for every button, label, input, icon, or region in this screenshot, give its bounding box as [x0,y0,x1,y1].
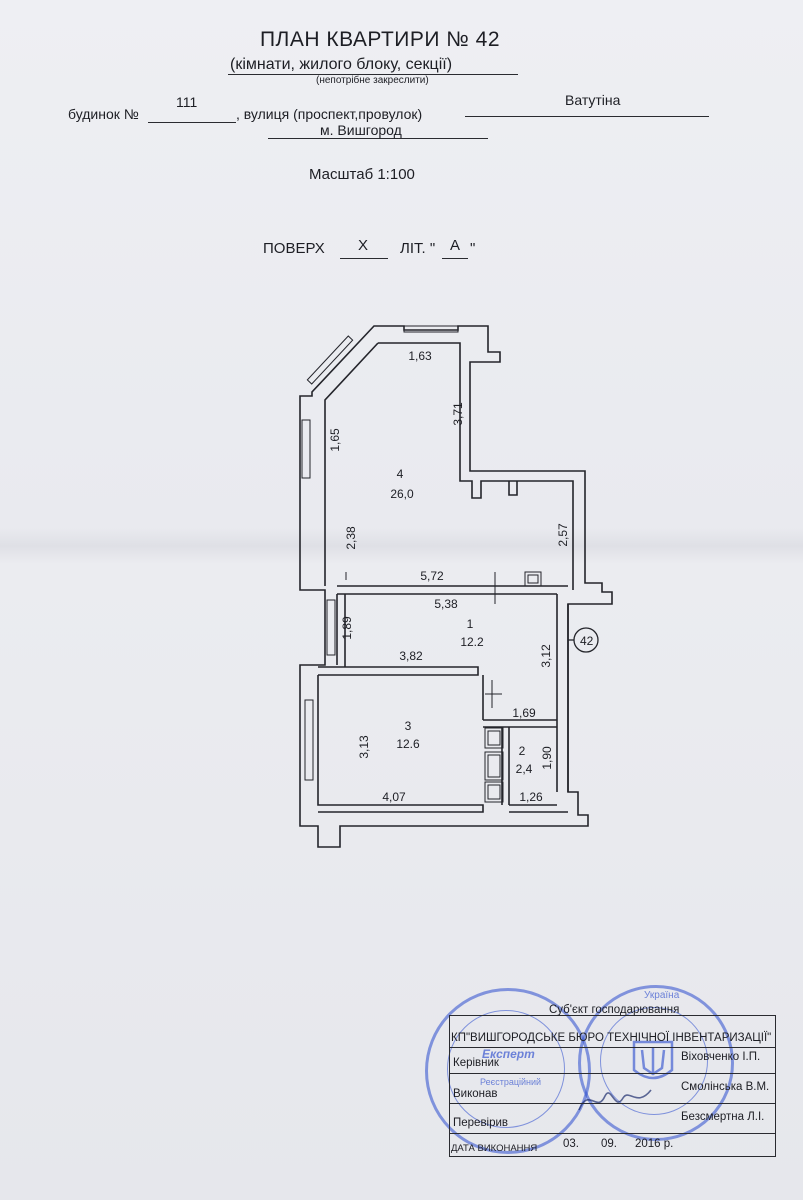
room-area: 26,0 [390,487,414,501]
dimension-label: 3,13 [357,735,371,759]
inner-wall [508,481,518,496]
stamp-person: Безсмертна Л.І. [681,1111,765,1123]
stamp-box: Суб'єкт господарювання КП"ВИШГОРОДСЬКЕ Б… [449,1004,776,1157]
dimension-label: 3,71 [451,402,465,426]
dimension-label: 1,90 [540,746,554,770]
doors [345,572,502,708]
floor-label: ПОВЕРХ [263,240,325,257]
lit-label: ЛІТ. " [400,240,436,257]
inner-wall [556,594,569,792]
seal-left-subtext: Реєстраційний [480,1077,542,1087]
fixtures [484,571,542,803]
stamp-person: Віховченко І.П. [681,1051,761,1063]
street-label: , вулиця (проспект,провулок) [236,106,423,122]
subtitle-underline [228,74,518,75]
inner-wall [483,719,557,728]
room-number: 1 [467,617,474,631]
dimension-label: 1,69 [512,706,536,720]
stamp-role: Перевірив [453,1117,509,1129]
city-value: м. Вишгород [320,122,402,138]
stamp-role: Керівник [453,1057,499,1069]
plan-title: ПЛАН КВАРТИРИ № 42 [259,28,501,51]
house-label: будинок № [68,106,139,122]
seal-right-text: Україна [644,990,680,1001]
round-seal-left-inner [447,1010,565,1128]
strike-note: (непотрібне закреслити) [316,75,429,86]
room-area: 2,4 [516,762,533,776]
plan-walls [299,325,613,848]
stamp-person: Смолінська В.М. [681,1081,770,1093]
street-line [465,116,709,117]
dimension-label: 1,89 [340,616,354,640]
inner-wall [501,727,510,805]
room-area: 12.6 [396,737,420,751]
inner-wall [337,585,568,595]
dimension-label: 1,26 [519,790,543,804]
house-number: 111 [176,94,198,110]
floor-value: X [358,237,369,254]
room-number: 3 [405,719,412,733]
plan-subtitle: (кімнати, жилого блоку, секції) [230,56,453,73]
inner-wall [324,342,379,586]
windows [301,325,459,781]
dimension-label: 3,82 [399,649,423,663]
inner-wall [317,675,484,813]
round-seal-right [578,985,734,1141]
lit-close: " [470,240,476,257]
signature [578,1089,652,1111]
dimension-label: 4,07 [382,790,406,804]
dimension-label: 5,72 [420,569,444,583]
stamp-date-label: ДАТА ВИКОНАННЯ [451,1143,538,1154]
stamp-entity-line1: Суб'єкт господарювання [549,1004,680,1016]
inner-wall [509,804,568,813]
apartment-marker-label: 42 [580,634,594,648]
round-seal-right-inner [600,1007,708,1115]
lit-value: А [450,237,461,254]
dimension-label: 1,65 [328,428,342,452]
seal-left-text: Експерт [482,1047,535,1061]
dimension-label: 1,63 [408,349,432,363]
lit-line [442,258,468,259]
room-area: 12.2 [460,635,484,649]
stamp-role: Виконав [453,1088,498,1100]
inner-wall [378,342,574,590]
dimension-label: 2,57 [556,523,570,547]
stamp-date-year: 2016 р. [635,1138,674,1150]
room-number: 4 [397,467,404,481]
house-number-line [148,122,236,123]
room-number: 2 [519,744,526,758]
stamp-date-month: 09. [601,1138,617,1150]
inner-wall [318,666,479,676]
scale-label: Масштаб 1:100 [309,166,415,183]
stamp-entity-line2: КП"ВИШГОРОДСЬКЕ БЮРО ТЕХНІЧНОЇ ІНВЕНТАРИ… [451,1032,772,1044]
dimension-label: 2,38 [344,526,358,550]
city-line [268,138,488,139]
trident-emblem-icon [632,1040,674,1080]
dimension-label: 3,12 [539,644,553,668]
inner-wall [336,594,346,667]
street-value: Ватутіна [565,92,621,108]
stamp-date-day: 03. [563,1138,579,1150]
floor-line [340,258,388,259]
dimension-label: 5,38 [434,597,458,611]
